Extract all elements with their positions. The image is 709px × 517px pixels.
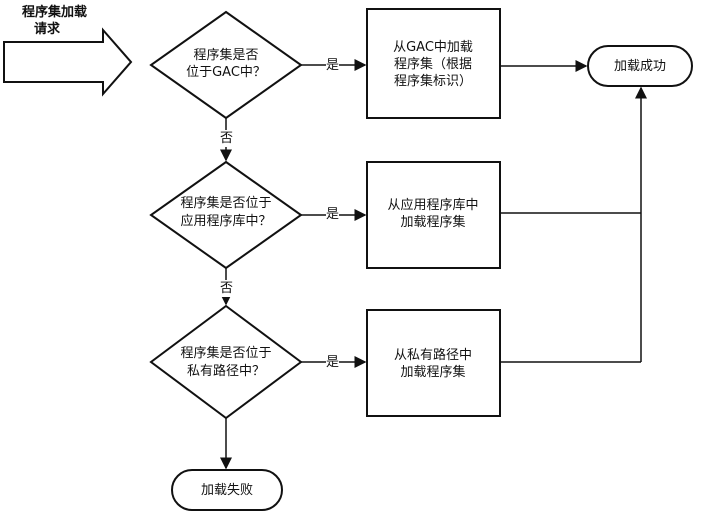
start-block-arrow <box>3 27 133 97</box>
action-private-path-line1: 从私有路径中 <box>393 348 473 363</box>
terminal-success-label: 加载成功 <box>613 59 667 74</box>
terminal-failure <box>171 469 283 511</box>
action-box-private-path <box>366 309 501 417</box>
action-gac-line1: 从GAC中加载 <box>393 40 473 55</box>
action-app-base-line1: 从应用程序库中 <box>387 198 479 213</box>
action-gac-line2: 程序集（根据 <box>393 57 473 72</box>
yes-label-app-base: 是 <box>326 206 340 223</box>
decision-gac-line2: 位于GAC中？ <box>186 65 266 80</box>
no-label-app-base: 否 <box>220 280 234 297</box>
action-gac-line3: 程序集标识） <box>393 74 473 89</box>
decision-private-path-line1: 程序集是否位于 <box>180 346 272 361</box>
start-label-line2: 请求 <box>34 22 61 37</box>
action-private-path-line2: 加载程序集 <box>400 365 466 380</box>
decision-app-base-line2: 应用程序库中？ <box>180 214 272 229</box>
yes-label-private-path: 是 <box>326 354 340 371</box>
decision-gac-line1: 程序集是否 <box>193 48 259 63</box>
decision-app-base-line1: 程序集是否位于 <box>180 196 272 211</box>
action-box-gac <box>366 8 501 119</box>
action-app-base-line2: 加载程序集 <box>400 215 466 230</box>
no-label-gac: 否 <box>220 130 234 147</box>
terminal-failure-label: 加载失败 <box>200 483 254 498</box>
decision-diamond-private-path <box>149 304 303 420</box>
action-box-app-base <box>366 161 501 269</box>
start-label-line1: 程序集加载 <box>22 5 88 20</box>
decision-private-path-line2: 私有路径中？ <box>186 364 266 379</box>
yes-label-gac: 是 <box>326 57 340 74</box>
terminal-success <box>587 45 693 87</box>
